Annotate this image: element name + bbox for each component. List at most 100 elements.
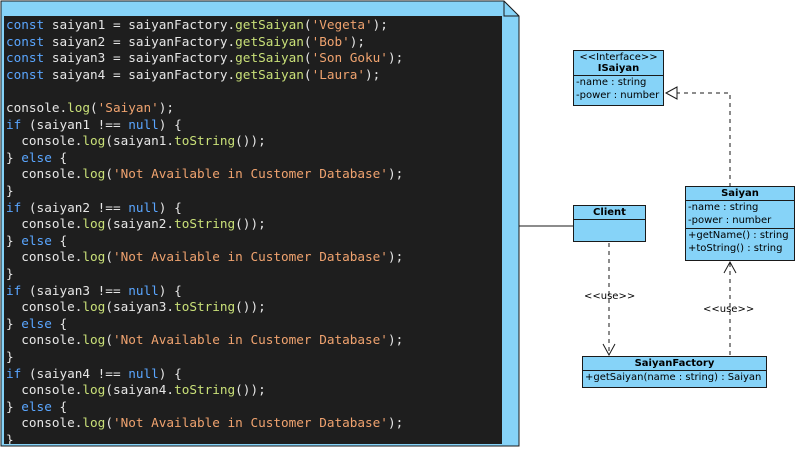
code-line: if (saiyan2 !== null) { [6, 200, 182, 217]
code-line: console.log('Not Available in Customer D… [6, 332, 403, 349]
code-token: console. [6, 382, 83, 398]
code-token: ) { [158, 365, 182, 381]
code-token: { [51, 232, 68, 248]
code-token: else [21, 315, 52, 331]
code-token: { [51, 398, 68, 414]
uml-class-name: Saiyan [721, 188, 759, 199]
code-token: ()); [235, 299, 266, 315]
code-token: } [6, 266, 14, 281]
code-token: } [6, 232, 22, 248]
code-token: console. [6, 415, 83, 431]
use-label-client-factory: <<use>> [584, 291, 636, 302]
uml-class-header: SaiyanFactory [583, 357, 766, 371]
code-line: console.log('Not Available in Customer D… [6, 415, 403, 432]
code-line: console.log(saiyan1.toString()); [6, 133, 266, 150]
code-token: ) { [158, 282, 182, 298]
code-token: 'Not Available in Customer Database' [112, 249, 388, 265]
code-token: null [128, 199, 159, 215]
code-token: ( [90, 100, 98, 115]
code-token: saiyan3 = saiyanFactory. [51, 50, 236, 66]
code-token: toString [174, 216, 236, 232]
uml-attribute: -name : string [576, 77, 647, 88]
uml-class-client: Client [573, 205, 646, 242]
code-token: ); [158, 100, 175, 115]
code-token: if [6, 365, 29, 381]
code-line: } [6, 432, 14, 444]
code-line: if (saiyan4 !== null) { [6, 366, 182, 383]
code-token: } [6, 432, 14, 444]
client-use-arrowhead [602, 343, 616, 357]
uml-attribute: -name : string [688, 202, 759, 213]
code-token: (saiyan1 !== [28, 116, 129, 132]
code-line: } else { [6, 316, 67, 333]
uml-class-name: ISaiyan [597, 63, 640, 74]
code-token: getSaiyan [235, 50, 304, 66]
code-token: toString [174, 133, 236, 149]
code-token: ( [303, 66, 312, 82]
code-token: console. [6, 100, 68, 115]
code-token: toString [174, 382, 236, 398]
code-token: if [6, 116, 29, 132]
code-token: console. [6, 133, 83, 149]
code-token: console. [6, 332, 83, 348]
code-token: 'Son Goku' [311, 50, 388, 66]
uml-class-header: <<Interface>> ISaiyan [574, 51, 663, 76]
code-token: ); [387, 332, 404, 348]
code-token: 'Bob' [311, 33, 350, 49]
code-token: ); [349, 33, 366, 49]
code-line: if (saiyan3 !== null) { [6, 283, 182, 300]
code-token: if [6, 282, 29, 298]
code-line: if (saiyan1 !== null) { [6, 117, 182, 134]
code-token: ); [365, 66, 381, 82]
code-token: ) { [158, 116, 182, 132]
code-token: log [82, 166, 106, 182]
code-token: ()); [235, 133, 266, 149]
code-token: const [6, 17, 52, 32]
code-token: console. [6, 166, 83, 182]
uml-class-header: Saiyan [686, 187, 794, 201]
realization-line [676, 92, 731, 187]
code-token: const [6, 66, 52, 82]
uml-class-name: SaiyanFactory [634, 358, 715, 369]
code-token: ( [303, 50, 312, 66]
code-token: } [6, 349, 14, 364]
uml-class-saiyan-factory: SaiyanFactory +getSaiyan(name : string) … [582, 356, 767, 388]
code-token: } [6, 149, 22, 165]
code-token: ); [387, 249, 404, 265]
uml-attributes: -name : string -power : number [574, 76, 663, 103]
code-line: console.log('Not Available in Customer D… [6, 249, 403, 266]
code-line: const saiyan1 = saiyanFactory.getSaiyan(… [6, 17, 388, 34]
code-token: log [82, 382, 106, 398]
code-token: (saiyan4 !== [28, 365, 129, 381]
code-token: ); [387, 415, 404, 431]
code-token: if [6, 199, 29, 215]
code-line: } [6, 266, 14, 283]
code-token: else [21, 232, 52, 248]
code-token: 'Saiyan' [97, 100, 159, 115]
code-token: 'Not Available in Customer Database' [112, 332, 388, 348]
code-token: log [82, 299, 106, 315]
code-token: ); [372, 17, 388, 32]
code-token: } [6, 398, 22, 414]
code-token: saiyan2 = saiyanFactory. [51, 33, 236, 49]
factory-use-arrowhead [723, 260, 737, 274]
use-label-factory-saiyan: <<use>> [703, 304, 755, 315]
uml-method: +getSaiyan(name : string) : Saiyan [585, 372, 762, 383]
uml-class-saiyan: Saiyan -name : string -power : number +g… [685, 186, 795, 261]
code-token: null [128, 365, 159, 381]
uml-attribute: -power : number [576, 89, 660, 101]
code-line: console.log(saiyan3.toString()); [6, 299, 266, 316]
code-token: console. [6, 249, 83, 265]
code-token: log [82, 332, 106, 348]
code-token: log [67, 100, 91, 115]
code-token: ); [387, 50, 404, 66]
uml-stereotype: <<Interface>> [579, 52, 658, 63]
code-line: console.log('Saiyan'); [6, 100, 174, 117]
code-token: getSaiyan [235, 33, 304, 49]
code-line: const saiyan2 = saiyanFactory.getSaiyan(… [6, 34, 365, 51]
code-line: console.log(saiyan4.toString()); [6, 382, 266, 399]
code-token: ( [105, 415, 113, 431]
code-token: toString [174, 299, 236, 315]
code-token: console. [6, 299, 83, 315]
code-token: ()); [235, 382, 266, 398]
